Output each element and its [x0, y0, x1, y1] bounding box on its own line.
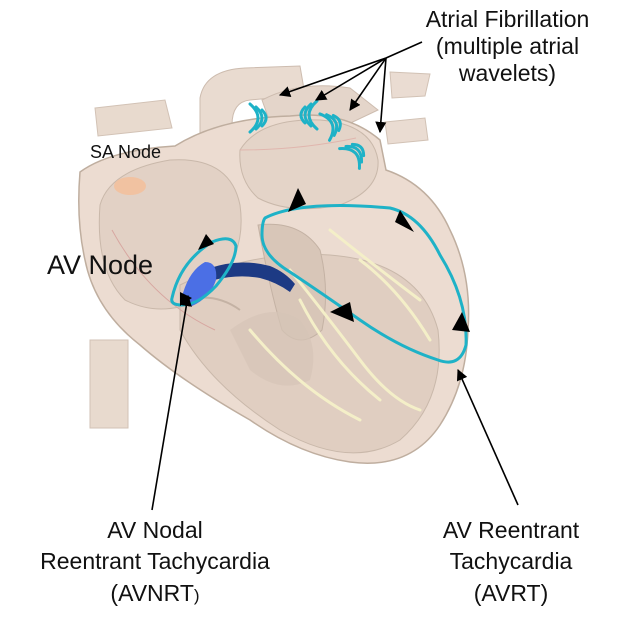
avnrt-label-line-3: (AVNRT)	[20, 578, 290, 609]
af-label-line-3: wavelets)	[395, 60, 620, 87]
avrt-label-line-3: (AVRT)	[400, 578, 622, 609]
heart-body	[79, 115, 469, 463]
avnrt-label: AV Nodal Reentrant Tachycardia (AVNRT)	[20, 515, 290, 609]
avrt-label-line-1: AV Reentrant	[400, 515, 622, 546]
left-atrium	[240, 120, 378, 209]
sa-node	[114, 177, 146, 195]
superior-vena-cava	[95, 100, 172, 136]
avrt-label: AV Reentrant Tachycardia (AVRT)	[400, 515, 622, 609]
avnrt-label-line-2: Reentrant Tachycardia	[20, 546, 290, 577]
right-pulmonary-vessel	[385, 118, 428, 144]
af-label-line-2: (multiple atrial	[395, 33, 620, 60]
avrt-pointer-arrow	[458, 370, 518, 505]
avrt-label-line-2: Tachycardia	[400, 546, 622, 577]
atrial-fibrillation-label: Atrial Fibrillation (multiple atrial wav…	[395, 6, 620, 87]
avnrt-close-paren: )	[194, 586, 200, 605]
avnrt-abbrev: (AVNRT	[110, 580, 194, 606]
sa-node-label: SA Node	[90, 142, 161, 163]
af-label-line-1: Atrial Fibrillation	[395, 6, 620, 33]
av-node-label: AV Node	[47, 250, 153, 282]
af-arrow-4	[380, 58, 386, 132]
avnrt-label-line-1: AV Nodal	[20, 515, 290, 546]
inferior-vena-cava	[90, 340, 128, 428]
